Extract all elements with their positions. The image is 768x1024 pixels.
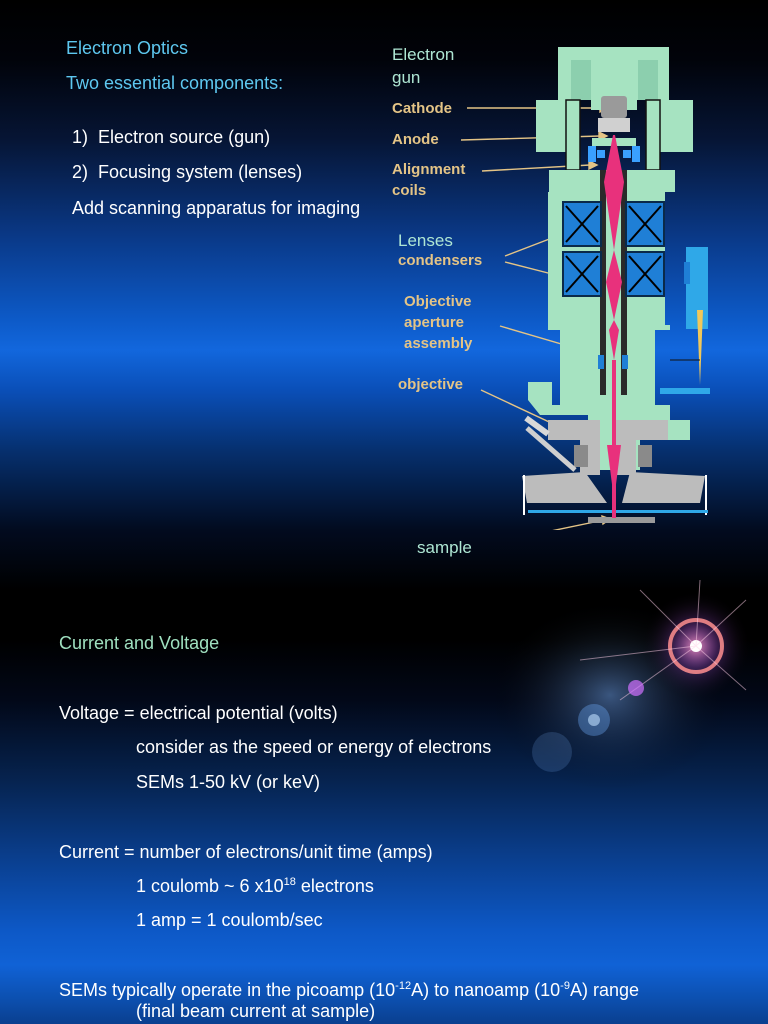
side-detector bbox=[660, 247, 710, 394]
list-item-1: 1) Electron source (gun) bbox=[72, 126, 270, 148]
sem-range-exp2: -9 bbox=[560, 980, 570, 992]
sem-range-text-c: A) range bbox=[569, 980, 639, 1000]
voltage-definition: Voltage = electrical potential (volts) bbox=[59, 703, 338, 723]
coulomb-unit: electrons bbox=[295, 876, 374, 896]
slide-subtitle: Two essential components: bbox=[66, 73, 284, 93]
electron-gun-housing bbox=[536, 47, 693, 171]
lens-flare-decoration bbox=[490, 580, 750, 790]
label-sample: sample bbox=[417, 538, 472, 557]
sem-current-note: (final beam current at sample) bbox=[136, 1001, 376, 1021]
label-cathode: Cathode bbox=[392, 100, 452, 117]
sem-column-diagram bbox=[460, 47, 710, 530]
list-number: 1) bbox=[72, 127, 89, 147]
amp-line: 1 amp = 1 coulomb/sec bbox=[136, 910, 323, 930]
label-anode: Anode bbox=[392, 131, 439, 148]
label-objective: objective bbox=[398, 376, 464, 393]
sample-stage bbox=[588, 517, 655, 523]
voltage-note-speed: consider as the speed or energy of elect… bbox=[136, 737, 492, 757]
list-number: 2) bbox=[72, 162, 89, 182]
section-title-current-voltage: Current and Voltage bbox=[59, 633, 220, 653]
label-condensers: condensers bbox=[398, 252, 483, 269]
coulomb-exponent: 18 bbox=[283, 876, 296, 888]
label-objective-aperture-line2: aperture bbox=[404, 314, 465, 331]
label-electron-gun-line2: gun bbox=[392, 68, 421, 87]
coulomb-line: 1 coulomb ~ 6 x1018 electrons bbox=[136, 875, 374, 897]
scanning-note: Add scanning apparatus for imaging bbox=[72, 198, 361, 218]
sem-current-range: SEMs typically operate in the picoamp (1… bbox=[59, 979, 639, 1001]
label-lenses: Lenses bbox=[398, 231, 453, 250]
list-text: Focusing system (lenses) bbox=[98, 162, 303, 182]
cathode-shape bbox=[601, 96, 627, 118]
list-text: Electron source (gun) bbox=[98, 127, 271, 147]
slide-title: Electron Optics bbox=[66, 38, 189, 58]
sem-range-text-b: A) to nanoamp (10 bbox=[411, 980, 561, 1000]
voltage-note-sem-range: SEMs 1-50 kV (or keV) bbox=[136, 772, 321, 792]
label-objective-aperture-line3: assembly bbox=[404, 335, 473, 352]
electron-beam bbox=[604, 135, 624, 518]
sem-range-exp1: -12 bbox=[395, 980, 412, 992]
objective-lens bbox=[522, 382, 708, 523]
coulomb-text: 1 coulomb ~ 6 x10 bbox=[136, 876, 284, 896]
label-objective-aperture-line1: Objective bbox=[404, 293, 472, 310]
list-item-2: 2) Focusing system (lenses) bbox=[72, 161, 302, 183]
label-alignment-line2: coils bbox=[392, 182, 427, 199]
label-electron-gun-line1: Electron bbox=[392, 45, 455, 64]
current-definition: Current = number of electrons/unit time … bbox=[59, 842, 433, 862]
label-alignment-line1: Alignment bbox=[392, 161, 466, 178]
sem-range-text-a: SEMs typically operate in the picoamp (1… bbox=[59, 980, 396, 1000]
